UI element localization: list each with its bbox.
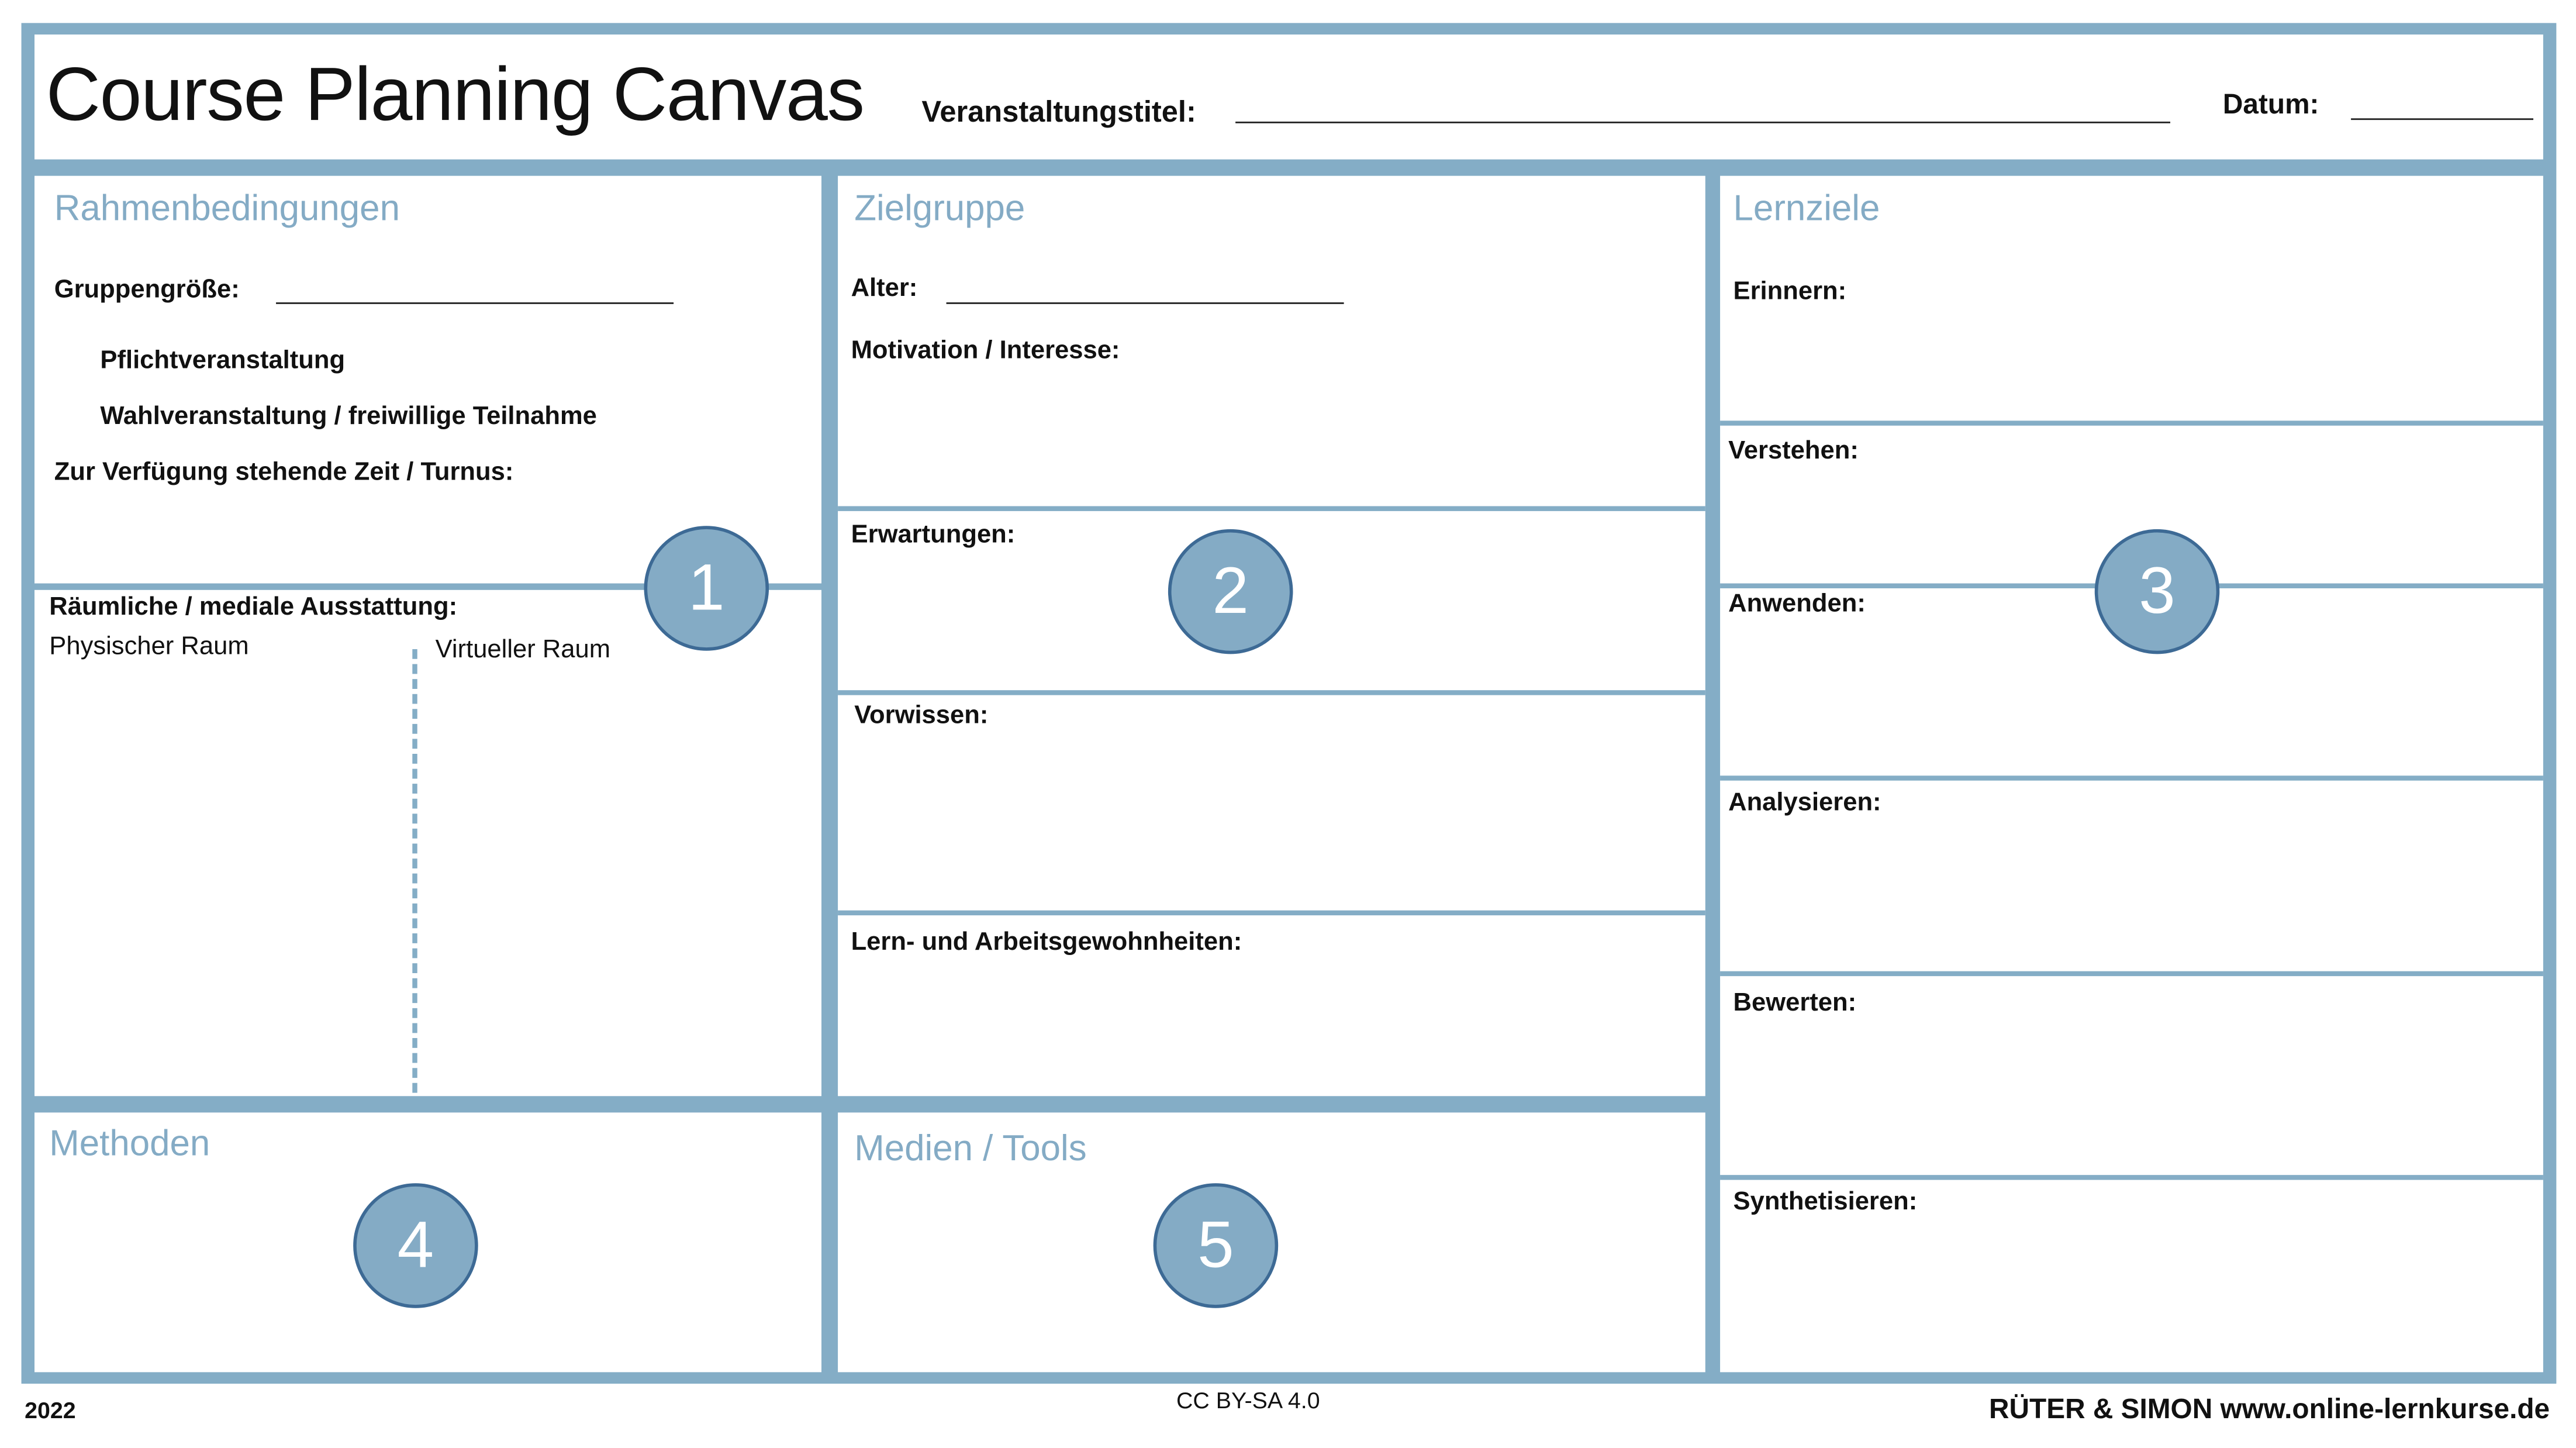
mandatory-option[interactable]: Pflichtveranstaltung <box>100 346 346 375</box>
motivation-label: Motivation / Interesse: <box>851 337 1120 365</box>
divider <box>1720 1175 2543 1180</box>
divider <box>838 910 1705 916</box>
level-evaluate: Bewerten: <box>1733 989 1857 1018</box>
zielgruppe-title: Zielgruppe <box>854 187 1025 229</box>
physical-room-label: Physischer Raum <box>49 632 249 661</box>
step-5-badge: 5 <box>1153 1183 1279 1308</box>
expectations-label: Erwartungen: <box>851 520 1016 549</box>
medien-title: Medien / Tools <box>854 1127 1087 1168</box>
date-field[interactable] <box>2351 118 2534 120</box>
group-size-field[interactable] <box>276 302 674 304</box>
divider <box>838 690 1705 695</box>
virtual-room-label: Virtueller Raum <box>435 636 611 664</box>
elective-option[interactable]: Wahlveranstaltung / freiwillige Teilnahm… <box>100 402 597 431</box>
header <box>34 35 2543 160</box>
divider <box>1720 971 2543 977</box>
step-2-badge: 2 <box>1168 529 1293 654</box>
footer-year: 2022 <box>25 1397 76 1423</box>
level-apply: Anwenden: <box>1728 589 1866 618</box>
step-1-badge: 1 <box>644 526 769 651</box>
page-title: Course Planning Canvas <box>46 51 865 137</box>
divider <box>34 583 821 590</box>
dashed-separator <box>412 649 417 1093</box>
footer-credit: RÜTER & SIMON www.online-lernkurse.de <box>1989 1393 2550 1425</box>
prior-knowledge-label: Vorwissen: <box>854 701 989 730</box>
event-title-field[interactable] <box>1235 121 2171 123</box>
level-understand: Verstehen: <box>1728 437 1859 466</box>
space-label: Räumliche / mediale Ausstattung: <box>49 593 458 622</box>
date-label: Datum: <box>2222 88 2319 120</box>
lernziele-panel <box>1720 175 2543 1373</box>
habits-label: Lern- und Arbeitsgewohnheiten: <box>851 928 1242 957</box>
footer-license: CC BY-SA 4.0 <box>1176 1387 1320 1413</box>
event-title-label: Veranstaltungstitel: <box>921 95 1196 129</box>
level-remember: Erinnern: <box>1733 277 1847 306</box>
step-4-badge: 4 <box>353 1183 478 1308</box>
rahmen-title: Rahmenbedingungen <box>54 187 400 229</box>
age-label: Alter: <box>851 274 918 303</box>
step-3-badge: 3 <box>2094 529 2220 654</box>
time-label: Zur Verfügung stehende Zeit / Turnus: <box>54 458 514 487</box>
lernziele-title: Lernziele <box>1733 187 1880 229</box>
level-analyze: Analysieren: <box>1728 788 1881 817</box>
divider <box>1720 420 2543 426</box>
group-size-label: Gruppengröße: <box>54 276 240 304</box>
divider <box>1720 775 2543 781</box>
methoden-title: Methoden <box>49 1122 210 1164</box>
age-field[interactable] <box>946 302 1344 304</box>
level-synthesize: Synthetisieren: <box>1733 1188 1918 1216</box>
divider <box>838 506 1705 511</box>
